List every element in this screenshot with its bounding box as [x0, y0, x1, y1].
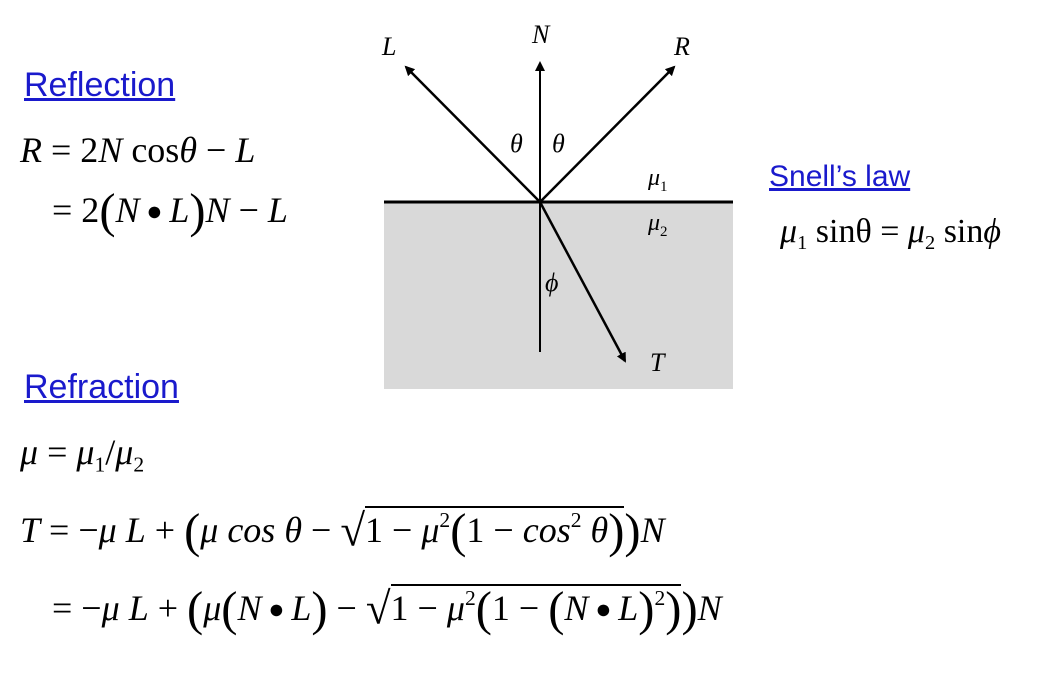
label-mu2: μ2 — [647, 210, 668, 240]
reflection-equation-2: = 2(N ● L)N − L — [52, 183, 288, 238]
label-theta-left: θ — [510, 129, 523, 158]
reflection-equation-1: R = 2N cosθ − L — [20, 130, 256, 170]
refraction-equation-2: = −μ L + (μ(N ● L) − √1 − μ2(1 − (N ● L)… — [52, 581, 722, 636]
reflected-vector-R — [539, 65, 676, 203]
snells-law-heading: Snell’s law — [769, 160, 911, 193]
label-theta-right: θ — [552, 129, 565, 158]
refraction-heading: Refraction — [24, 368, 179, 406]
label-T: T — [650, 348, 666, 377]
incident-vector-L — [404, 65, 541, 203]
refraction-mu-definition: μ = μ1/μ2 — [20, 432, 145, 477]
reflection-heading: Reflection — [24, 66, 176, 104]
transmitted-vector-T — [538, 201, 627, 363]
refraction-diagram: L N R T θ θ μ1 μ2 ϕ — [381, 20, 733, 389]
refraction-equation-1: T = −μ L + (μ cos θ − √1 − μ2(1 − cos2 θ… — [20, 503, 665, 558]
label-L: L — [381, 32, 396, 61]
label-N: N — [531, 20, 551, 49]
label-mu1: μ1 — [647, 165, 668, 195]
radical-2: 1 − μ2(1 − (N ● L)2) — [390, 581, 682, 636]
radical-1: 1 − μ2(1 − cos2 θ) — [365, 503, 625, 558]
label-phi: ϕ — [545, 268, 558, 297]
label-R: R — [673, 32, 690, 61]
lower-medium — [384, 202, 733, 389]
snells-law-equation: μ1 sinθ = μ2 sinϕ — [780, 213, 1001, 255]
